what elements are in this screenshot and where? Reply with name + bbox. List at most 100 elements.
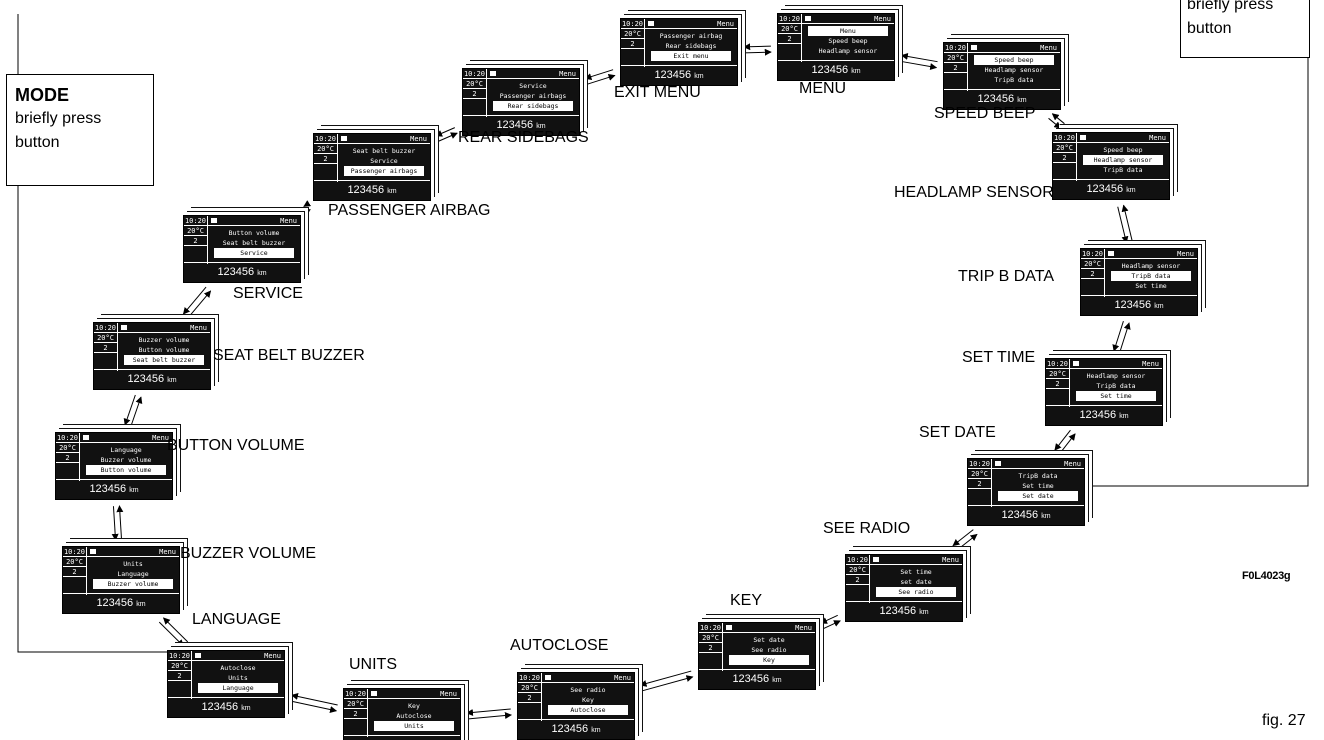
- menu-item: Units: [123, 560, 143, 568]
- gear-indicator: 2: [621, 39, 644, 49]
- temperature-readout: 20°C: [944, 53, 967, 63]
- odometer-readout: 123456 km: [846, 601, 962, 621]
- clock-readout: 10:20: [463, 70, 486, 79]
- temperature-readout: 20°C: [1081, 259, 1104, 269]
- screen-header: Menu: [1077, 133, 1169, 143]
- odometer-unit: km: [694, 73, 704, 80]
- odometer-value: 123456: [879, 605, 917, 617]
- label-seat-belt-buzzer: SEAT BELT BUZZER: [213, 347, 365, 364]
- menu-item: Rear sidebags: [665, 42, 717, 50]
- odometer-value: 123456: [217, 266, 255, 278]
- odometer-unit: km: [1154, 303, 1164, 310]
- label-service: SERVICE: [233, 285, 303, 302]
- odometer-value: 123456: [96, 597, 134, 609]
- menu-header-label: Menu: [795, 624, 812, 632]
- odometer-unit: km: [772, 677, 782, 684]
- label-rear-sidebags: REAR SIDEBAGS: [458, 129, 589, 146]
- odometer-unit: km: [1126, 187, 1136, 194]
- menu-header-label: Menu: [1177, 250, 1194, 258]
- label-trip-b-data: TRIP B DATA: [958, 268, 1055, 285]
- menu-item-selected: Service: [214, 248, 294, 258]
- menu-item: TripB data: [1018, 472, 1058, 480]
- arrow-rear-sidebags-to-passenger-airbag: [435, 127, 456, 137]
- arrow-autoclose-to-units: [466, 708, 511, 716]
- menu-icon: [545, 675, 551, 680]
- menu-item: TripB data: [994, 76, 1034, 84]
- arrow-rear-sidebags-to-exit-menu: [586, 73, 616, 85]
- odometer-value: 123456: [496, 119, 534, 131]
- menu-header-label: Menu: [1149, 134, 1166, 142]
- menu-icon: [971, 45, 977, 50]
- menu-icon: [371, 691, 377, 696]
- menu-header-label: Menu: [264, 652, 281, 660]
- odometer-value: 123456: [977, 93, 1015, 105]
- label-buzzer-volume: BUZZER VOLUME: [180, 545, 317, 562]
- menu-item: Buzzer volume: [100, 456, 152, 464]
- arrow-language-to-buzzer-volume: [162, 617, 189, 643]
- label-exit-menu: EXIT MENU: [614, 84, 701, 101]
- menu-item-selected: Autoclose: [548, 705, 628, 715]
- odometer-readout: 123456 km: [778, 60, 894, 80]
- screen-header: Menu: [968, 43, 1060, 53]
- gear-indicator: 2: [1046, 379, 1069, 389]
- mode-instruction-line: briefly press: [1187, 0, 1274, 13]
- arrow-passenger-airbag-to-rear-sidebags: [437, 132, 458, 142]
- screen-header: Menu: [192, 651, 284, 661]
- odometer-value: 123456: [1001, 509, 1039, 521]
- label-autoclose: AUTOCLOSE: [510, 637, 609, 654]
- menu-item-selected: Language: [198, 683, 278, 693]
- arrow-service-to-seat-belt-buzzer: [182, 286, 207, 315]
- temperature-readout: 20°C: [344, 699, 367, 709]
- gear-indicator: 2: [778, 34, 801, 44]
- gear-indicator: 2: [56, 453, 79, 463]
- menu-icon: [1108, 251, 1114, 256]
- menu-icon: [1080, 135, 1086, 140]
- menu-item-selected: Menu: [808, 26, 888, 36]
- odometer-readout: 123456 km: [63, 593, 179, 613]
- menu-header-label: Menu: [410, 135, 427, 143]
- menu-item: Passenger airbag: [659, 32, 723, 40]
- odometer-unit: km: [387, 188, 397, 195]
- odometer-readout: 123456 km: [344, 735, 460, 740]
- odometer-readout: 123456 km: [463, 115, 579, 135]
- odometer-value: 123456: [89, 483, 127, 495]
- odometer-unit: km: [1041, 513, 1051, 520]
- screen-header: Menu: [1105, 249, 1197, 259]
- odometer-readout: 123456 km: [968, 505, 1084, 525]
- menu-item: Buzzer volume: [138, 336, 190, 344]
- odometer-unit: km: [1119, 413, 1129, 420]
- clock-readout: 10:20: [344, 690, 367, 699]
- menu-item: Key: [582, 696, 594, 704]
- menu-header-label: Menu: [280, 217, 297, 225]
- figure-number: fig. 27: [1262, 712, 1306, 729]
- label-passenger-airbag: PASSENGER AIRBAG: [328, 202, 491, 219]
- screen-header: Menu: [723, 623, 815, 633]
- arrow-key-to-autoclose: [639, 670, 692, 687]
- menu-header-label: Menu: [942, 556, 959, 564]
- arrow-units-to-language: [290, 693, 338, 706]
- odometer-readout: 123456 km: [184, 262, 300, 282]
- screen-header: Menu: [368, 689, 460, 699]
- menu-header-label: Menu: [559, 70, 576, 78]
- menu-item-selected: Headlamp sensor: [1083, 155, 1163, 165]
- clock-readout: 10:20: [184, 217, 207, 226]
- menu-header-label: Menu: [717, 20, 734, 28]
- menu-item: Passenger airbags: [499, 92, 567, 100]
- odometer-readout: 123456 km: [518, 719, 634, 739]
- odometer-unit: km: [241, 705, 251, 712]
- menu-item: Button volume: [228, 229, 280, 237]
